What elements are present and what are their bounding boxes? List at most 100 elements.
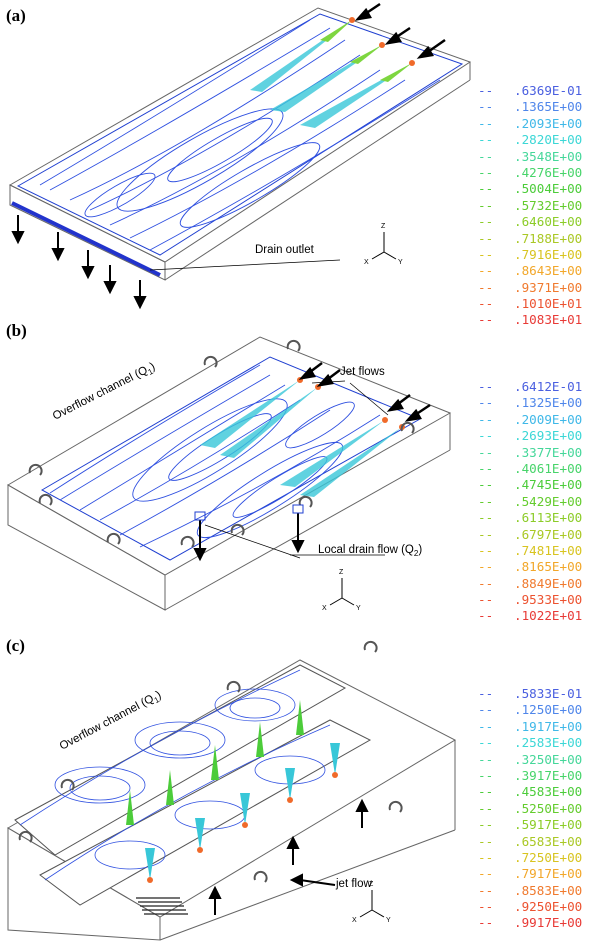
local-drain-arrows bbox=[193, 513, 305, 562]
legend-value: .8849E+00 bbox=[514, 575, 583, 591]
contour-legend: --.6412E-01--.1325E+00--.2009E+00--.2693… bbox=[478, 379, 582, 625]
legend-value: .1022E+01 bbox=[514, 608, 583, 624]
legend-dash: -- bbox=[478, 246, 494, 262]
legend-dash: -- bbox=[478, 296, 494, 312]
drain-leader bbox=[204, 524, 301, 559]
legend-dash: -- bbox=[478, 230, 494, 246]
drain-grid bbox=[136, 897, 188, 915]
drain-outlet-label: Drain outlet bbox=[255, 244, 315, 256]
axis-z-label: Z bbox=[381, 223, 386, 230]
legend-dash: -- bbox=[478, 395, 494, 411]
legend-dash: -- bbox=[478, 493, 494, 509]
legend-row: --.3917E+00 bbox=[478, 768, 582, 784]
jet-flow-label: jet flow bbox=[335, 878, 372, 890]
legend-value: .6113E+00 bbox=[514, 510, 583, 526]
drain-arrows bbox=[11, 215, 147, 310]
legend-row: -- .7481E+00 bbox=[478, 543, 582, 559]
legend-value: .7250E+00 bbox=[514, 849, 583, 865]
legend-row: -- .1365E+00 bbox=[478, 99, 582, 115]
jet-streams bbox=[200, 377, 405, 497]
legend-value: .9371E+00 bbox=[514, 279, 583, 295]
legend-dash: -- bbox=[478, 718, 494, 734]
legend-value: .7481E+00 bbox=[514, 542, 583, 558]
legend-dash: -- bbox=[478, 132, 494, 148]
legend-row: --.9533E+00 bbox=[478, 592, 582, 608]
legend-row: -- .1010E+01 bbox=[478, 296, 582, 312]
velocity-contours bbox=[49, 364, 381, 548]
legend-row: --.4276E+00 bbox=[478, 165, 582, 181]
legend-dash: -- bbox=[478, 181, 494, 197]
legend-value: .1010E+01 bbox=[514, 296, 583, 312]
legend-row: --.6797E+00 bbox=[478, 527, 582, 543]
legend-row: --.3548E+00 bbox=[478, 149, 582, 165]
legend-row: --.7916E+00 bbox=[478, 247, 582, 263]
legend-row: --.6412E-01 bbox=[478, 379, 582, 395]
legend-value: .6797E+00 bbox=[514, 526, 583, 542]
legend-row: --.3377E+00 bbox=[478, 445, 582, 461]
legend-row: -- .2820E+00 bbox=[478, 132, 582, 148]
legend-value: .8643E+00 bbox=[514, 263, 583, 279]
legend-row: -- .8165E+00 bbox=[478, 559, 582, 575]
legend-value: .5833E-01 bbox=[514, 686, 583, 701]
drain-strip bbox=[11, 201, 161, 277]
legend-row: --.7917E+00 bbox=[478, 866, 582, 882]
legend-value: .5004E+00 bbox=[514, 181, 583, 197]
legend-value: .7188E+00 bbox=[514, 230, 583, 246]
legend-dash: -- bbox=[478, 148, 494, 164]
overflow-hooks bbox=[28, 339, 415, 548]
jet-streams bbox=[250, 17, 415, 128]
legend-value: .7917E+00 bbox=[514, 866, 583, 882]
legend-row: --.5833E-01 bbox=[478, 686, 582, 702]
legend-value: .5250E+00 bbox=[514, 800, 583, 816]
velocity-contours bbox=[19, 669, 331, 881]
tank-diagram-c: Overflow channel (Q1) jet flow Z X Y bbox=[7, 640, 457, 941]
legend-dash: -- bbox=[478, 702, 494, 718]
legend-dash: -- bbox=[478, 542, 494, 558]
legend-value: .6369E-01 bbox=[514, 83, 583, 98]
axis-y-label: Y bbox=[386, 917, 391, 924]
jet-streams bbox=[126, 700, 340, 883]
legend-dash: -- bbox=[478, 559, 494, 575]
tank-diagram-b: Local drain flow (Q2) Overflow channel (… bbox=[7, 336, 452, 612]
legend-row: -- .1917E+00 bbox=[478, 719, 582, 735]
legend-row: -- .7250E+00 bbox=[478, 850, 582, 866]
legend-row: --.2693E+00 bbox=[478, 428, 582, 444]
panel-label: (c) bbox=[6, 636, 25, 655]
legend-row: --.9250E+00 bbox=[478, 899, 582, 915]
legend-value: .1365E+00 bbox=[514, 99, 583, 115]
legend-value: .9533E+00 bbox=[514, 592, 583, 608]
velocity-contours bbox=[39, 19, 441, 251]
legend-dash: -- bbox=[478, 849, 494, 865]
legend-value: .1250E+00 bbox=[514, 702, 583, 718]
axis-triad bbox=[371, 232, 397, 260]
legend-row: --.1325E+00 bbox=[478, 395, 582, 411]
overflow-channel-label: Overflow channel (Q1) bbox=[51, 361, 158, 425]
axis-x-label: X bbox=[364, 259, 369, 266]
legend-value: .1917E+00 bbox=[514, 718, 583, 734]
legend-value: .2093E+00 bbox=[514, 115, 583, 131]
legend-dash: -- bbox=[478, 428, 494, 444]
legend-value: .5732E+00 bbox=[514, 197, 583, 213]
legend-value: .2820E+00 bbox=[514, 132, 583, 148]
legend-value: .6412E-01 bbox=[514, 379, 583, 394]
legend-row: -- .7188E+00 bbox=[478, 231, 582, 247]
legend-dash: -- bbox=[478, 115, 494, 131]
legend-dash: -- bbox=[478, 784, 494, 800]
legend-row: --.5917E+00 bbox=[478, 817, 582, 833]
legend-value: .6583E+00 bbox=[514, 833, 583, 849]
legend-value: .2009E+00 bbox=[514, 411, 583, 427]
panel-label: (b) bbox=[6, 321, 27, 340]
contour-legend: --.5833E-01--.1250E+00--.1917E+00--.2583… bbox=[478, 686, 582, 932]
legend-value: .2583E+00 bbox=[514, 735, 583, 751]
legend-dash: -- bbox=[478, 735, 494, 751]
legend-row: --.5732E+00 bbox=[478, 198, 582, 214]
legend-row: --.1083E+01 bbox=[478, 312, 582, 328]
legend-value: .8165E+00 bbox=[514, 559, 583, 575]
legend-row: -- .1250E+00 bbox=[478, 702, 582, 718]
legend-value: .3917E+00 bbox=[514, 767, 583, 783]
legend-row: --.9917E+00 bbox=[478, 915, 582, 931]
legend-dash: -- bbox=[478, 164, 494, 180]
legend-dash: -- bbox=[478, 99, 494, 115]
legend-row: --.1022E+01 bbox=[478, 608, 582, 624]
front-wall bbox=[39, 719, 372, 906]
